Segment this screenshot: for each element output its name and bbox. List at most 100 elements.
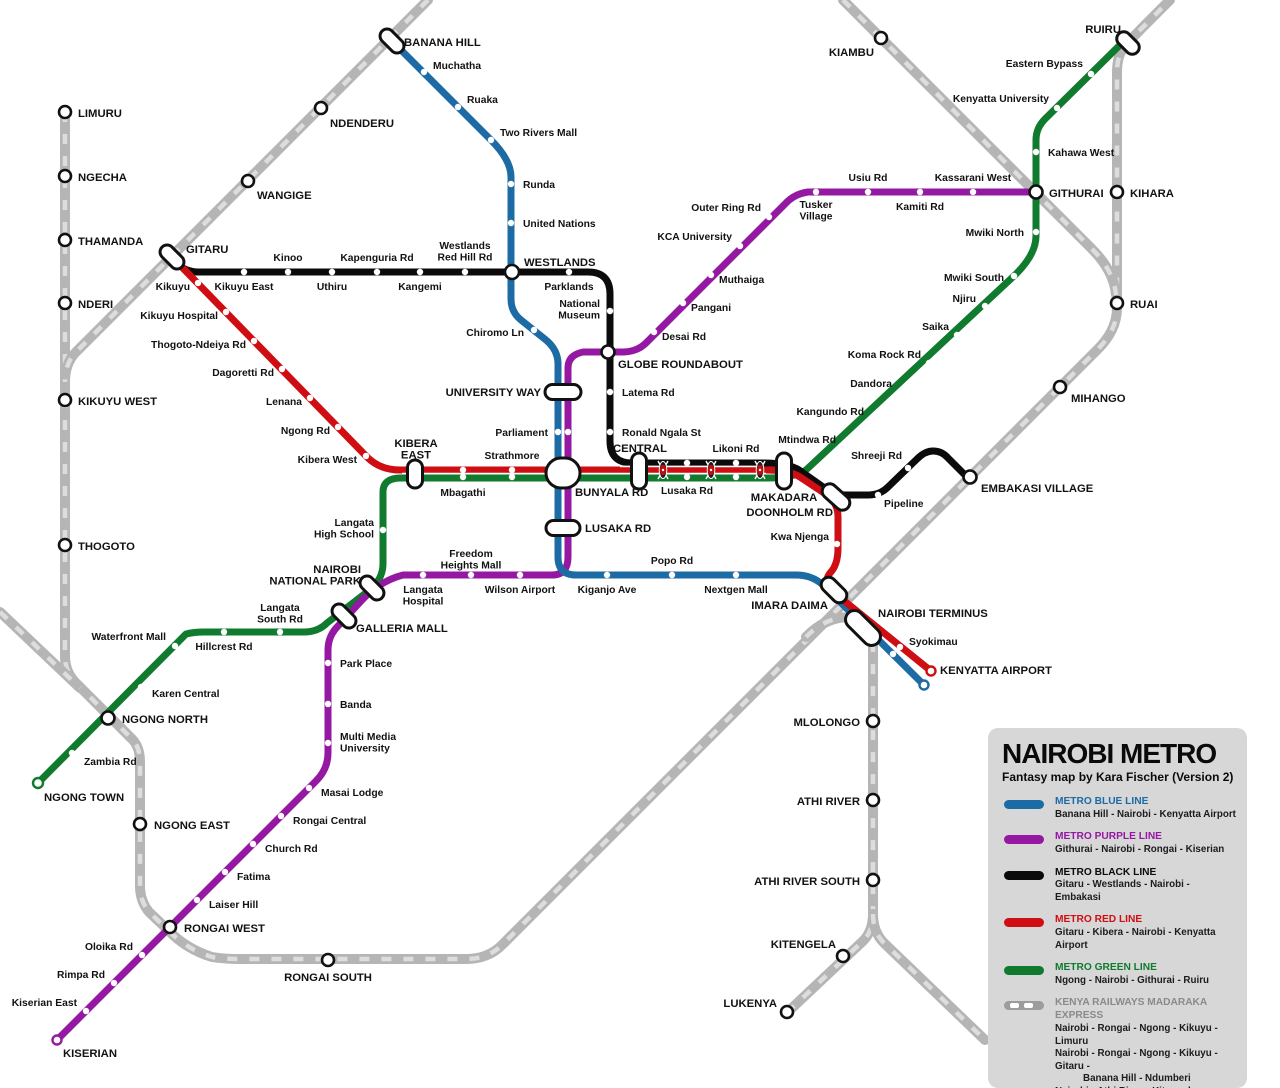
station-nderi <box>57 295 73 311</box>
station-kwa-njenga <box>833 540 841 548</box>
kenya-shield-emblem-icon <box>705 460 717 480</box>
station-langata-south-rd <box>276 628 284 636</box>
station-athi-river <box>865 792 881 808</box>
station-label-kitengela: KITENGELA <box>771 939 836 951</box>
line-madaraka-west-main <box>60 0 1175 964</box>
station-label-rimpa-rd: Rimpa Rd <box>57 970 105 981</box>
station-label-rongai-central: Rongai Central <box>293 816 366 827</box>
station-label-lusaka-rd: LUSAKA RD <box>585 523 651 535</box>
station-shreeji-rd <box>904 464 912 472</box>
legend-desc-line: Nairobi - Athi River - Kitengela - Luken… <box>1055 1086 1237 1088</box>
station-label-thogoto-ndeiya-rd: Thogoto-Ndeiya Rd <box>151 340 246 351</box>
station-label-mbagathi: Mbagathi <box>440 488 485 499</box>
station-rimpa-rd <box>110 979 118 987</box>
station-label-kiganjo-ave: Kiganjo Ave <box>578 585 637 596</box>
station-kenyatta-airport-blue <box>918 679 930 691</box>
station-label-rongai-south: RONGAI SOUTH <box>284 972 372 984</box>
station-lusaka-rd <box>544 519 582 537</box>
station-label-doonholm-rd: DOONHOLM RD <box>746 507 833 519</box>
station-mbagathi <box>459 466 467 481</box>
station-multi-media-university <box>324 739 332 747</box>
station-label-strathmore: Strathmore <box>485 451 540 462</box>
station-tusker-village <box>812 188 820 196</box>
legend-panel: NAIROBI METRO Fantasy map by Kara Fische… <box>988 728 1247 1088</box>
station-label-kapenguria-rd: Kapenguria Rd <box>340 253 413 264</box>
station-label-bunyala-rd: BUNYALA RD <box>575 487 648 499</box>
station-label-muthaiga: Muthaiga <box>719 275 764 286</box>
station-ngong-east <box>132 816 148 832</box>
station-label-runda: Runda <box>523 180 555 191</box>
station-label-church-rd: Church Rd <box>265 844 318 855</box>
station-label-nextgen-mall: Nextgen Mall <box>704 585 768 596</box>
legend-entry-name-black: METRO BLACK LINE <box>1055 866 1157 878</box>
station-label-oloika-rd: Oloika Rd <box>85 942 133 953</box>
station-label-makadara: MAKADARA <box>751 492 818 504</box>
station-label-ruai: RUAI <box>1130 299 1158 311</box>
legend-entry-name-madaraka: KENYA RAILWAYS MADARAKA EXPRESS <box>1055 997 1207 1022</box>
station-label-zambia-rd: Zambia Rd <box>84 757 137 768</box>
legend-entry-desc-madaraka: Nairobi - Rongai - Ngong - Kikuyu - Limu… <box>1055 1023 1237 1088</box>
line-madaraka-kiambu-branch <box>838 0 1121 300</box>
station-label-mihango: MIHANGO <box>1071 393 1126 405</box>
station-desai-rd <box>650 328 658 336</box>
station-thogoto <box>57 537 73 553</box>
legend-desc-line: Banana Hill - Ndumberi <box>1083 1073 1191 1085</box>
station-kenyatta-university <box>1053 104 1061 112</box>
station-muchatha <box>420 68 428 76</box>
station-label-embakasi-village: EMBAKASI VILLAGE <box>981 483 1094 495</box>
station-label-saika: Saika <box>922 322 949 333</box>
station-eastern-bypass <box>1087 70 1095 78</box>
station-label-ngong-east: NGONG EAST <box>154 820 230 832</box>
station-zambia-rd <box>68 749 76 757</box>
station-nairobi-national-park <box>358 574 386 602</box>
station-label-kinoo: Kinoo <box>273 253 302 264</box>
station-thamanda <box>57 232 73 248</box>
station-kiganjo-ave <box>603 571 611 579</box>
station-kibera-west <box>362 452 370 460</box>
station-athi-river-south <box>865 872 881 888</box>
station-karen-central <box>137 683 145 691</box>
line-madaraka-bananahill-branch <box>60 0 433 387</box>
station-label-laiser-hill: Laiser Hill <box>209 900 258 911</box>
station-label-mtindwa-rd: Mtindwa Rd <box>778 435 836 446</box>
station-dandora <box>896 388 904 396</box>
station-label-kiambu: KIAMBU <box>829 47 874 59</box>
station-westlands-red-hill-rd <box>461 268 469 276</box>
station-banana-hill <box>378 27 406 55</box>
station-label-banana-hill: BANANA HILL <box>404 37 481 49</box>
station-label-ngong-town: NGONG TOWN <box>44 792 124 804</box>
station-label-syokimau: Syokimau <box>909 637 958 648</box>
station-label-njiru: Njiru <box>953 294 976 305</box>
station-imara-daima <box>819 575 849 605</box>
station-hillcrest-rd <box>220 628 228 636</box>
station-syokimau <box>889 643 904 658</box>
station-label-karen-central: Karen Central <box>152 689 220 700</box>
station-label-athi-river-south: ATHI RIVER SOUTH <box>754 876 860 888</box>
station-uthiru <box>328 268 336 276</box>
station-rongai-south <box>320 952 336 968</box>
station-label-wangige: WANGIGE <box>257 190 312 202</box>
station-label-lenana: Lenana <box>266 397 302 408</box>
station-label-uthiru: Uthiru <box>317 282 347 293</box>
station-mlolongo <box>865 713 881 729</box>
legend-entry-name-green: METRO GREEN LINE <box>1055 962 1157 974</box>
station-latema-rd <box>606 388 614 396</box>
station-njiru <box>981 302 989 310</box>
station-popo-rd <box>668 571 676 579</box>
station-label-koma-rock-rd: Koma Rock Rd <box>848 350 921 361</box>
station-label-ndenderu: NDENDERU <box>330 118 394 130</box>
station-koma-rock-rd <box>925 359 933 367</box>
